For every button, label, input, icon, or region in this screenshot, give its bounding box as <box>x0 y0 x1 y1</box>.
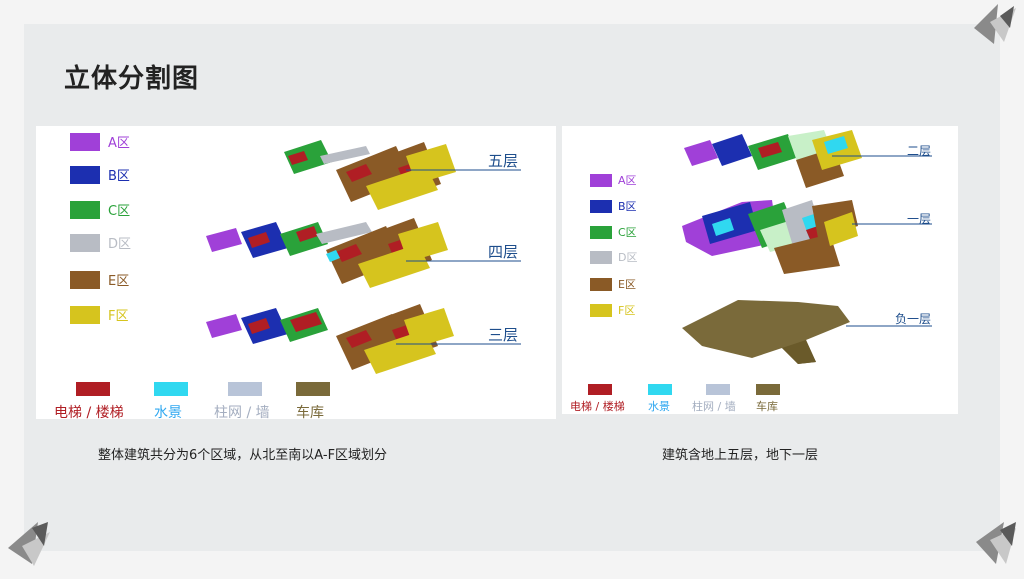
right-zone-legend-a: A区 <box>590 172 637 188</box>
right-caption: 建筑含地上五层，地下一层 <box>662 448 819 463</box>
zone-legend-a: A区 <box>70 132 130 151</box>
right-zone-f-label: F区 <box>618 304 636 317</box>
floor-4-plan <box>206 218 448 288</box>
water-label: 水景 <box>154 405 182 421</box>
zone-b-swatch <box>70 165 100 184</box>
right-column-swatch <box>706 384 730 395</box>
zone-f-swatch <box>70 305 100 324</box>
right-zone-d-label: D区 <box>618 251 638 264</box>
floor-b1-label: 负一层 <box>895 312 932 326</box>
zone-legend-c: C区 <box>70 200 130 219</box>
floor-1-label: 一层 <box>907 212 932 226</box>
floor-plan-illustration <box>206 140 521 374</box>
garage-swatch <box>296 382 330 396</box>
elevator-label: 电梯 / 楼梯 <box>54 405 124 421</box>
right-garage-label: 车库 <box>756 400 778 413</box>
zone-legend-d: D区 <box>70 233 131 252</box>
floor-4-label: 四层 <box>488 243 519 261</box>
floor-1-plan <box>682 200 858 274</box>
right-zone-b-swatch <box>590 199 612 213</box>
corner-decoration-top-right-icon <box>974 4 1016 44</box>
right-zone-legend-b: B区 <box>590 198 637 214</box>
zone-c-label: C区 <box>108 204 131 219</box>
zone-d-swatch <box>70 233 100 252</box>
right-zone-f-swatch <box>590 303 612 317</box>
zone-legend-e: E区 <box>70 270 129 289</box>
floor-3-label: 三层 <box>488 326 519 344</box>
right-zone-legend-c: C区 <box>590 224 637 240</box>
zone-legend-b: B区 <box>70 165 130 184</box>
right-zone-a-label: A区 <box>618 174 637 187</box>
zone-b-label: B区 <box>108 169 130 184</box>
right-water-label: 水景 <box>648 400 670 413</box>
right-zone-e-swatch <box>590 277 612 291</box>
floor-2-label: 二层 <box>907 144 932 158</box>
right-elevator-label: 电梯 / 楼梯 <box>570 400 625 413</box>
floor-3-plan <box>206 304 454 374</box>
right-zone-b-label: B区 <box>618 200 637 213</box>
right-water-swatch <box>648 384 672 395</box>
right-zone-d-swatch <box>590 250 612 264</box>
right-zone-e-label: E区 <box>618 278 636 291</box>
right-floor-plan-illustration <box>682 130 932 364</box>
floor-5-label: 五层 <box>488 152 519 170</box>
column-swatch <box>228 382 262 396</box>
zone-e-label: E区 <box>108 274 130 289</box>
floor-2-plan <box>684 130 862 188</box>
right-zone-a-swatch <box>590 173 612 187</box>
column-label: 柱网 / 墙 <box>214 405 270 421</box>
corner-decoration-bottom-left-icon <box>8 522 50 566</box>
right-diagram-panel: A区 B区 C区 D区 E区 F区 <box>562 126 958 414</box>
water-swatch <box>154 382 188 396</box>
zone-d-label: D区 <box>108 237 132 252</box>
right-zone-legend-e: E区 <box>590 276 636 292</box>
left-diagram-panel: A区 B区 C区 D区 E区 F区 <box>36 126 556 421</box>
page-title: 立体分割图 <box>64 64 200 94</box>
right-zone-c-label: C区 <box>618 226 637 239</box>
right-zone-c-swatch <box>590 225 612 239</box>
zone-legend-f: F区 <box>70 305 128 324</box>
right-zone-legend-d: D区 <box>590 249 637 265</box>
right-elevator-swatch <box>588 384 612 395</box>
zone-f-label: F区 <box>108 309 129 324</box>
garage-label: 车库 <box>296 405 324 421</box>
zone-e-swatch <box>70 270 100 289</box>
zone-a-swatch <box>70 132 100 151</box>
zone-c-swatch <box>70 200 100 219</box>
right-zone-legend-f: F区 <box>590 302 635 318</box>
corner-decoration-bottom-right-icon <box>976 522 1016 564</box>
floor-b1-plan <box>682 300 850 364</box>
elevator-swatch <box>76 382 110 396</box>
right-column-label: 柱网 / 墙 <box>692 400 736 413</box>
right-garage-swatch <box>756 384 780 395</box>
left-caption: 整体建筑共分为6个区域，从北至南以A-F区域划分 <box>98 448 388 463</box>
floor-5-plan <box>284 140 456 210</box>
zone-a-label: A区 <box>108 136 130 151</box>
